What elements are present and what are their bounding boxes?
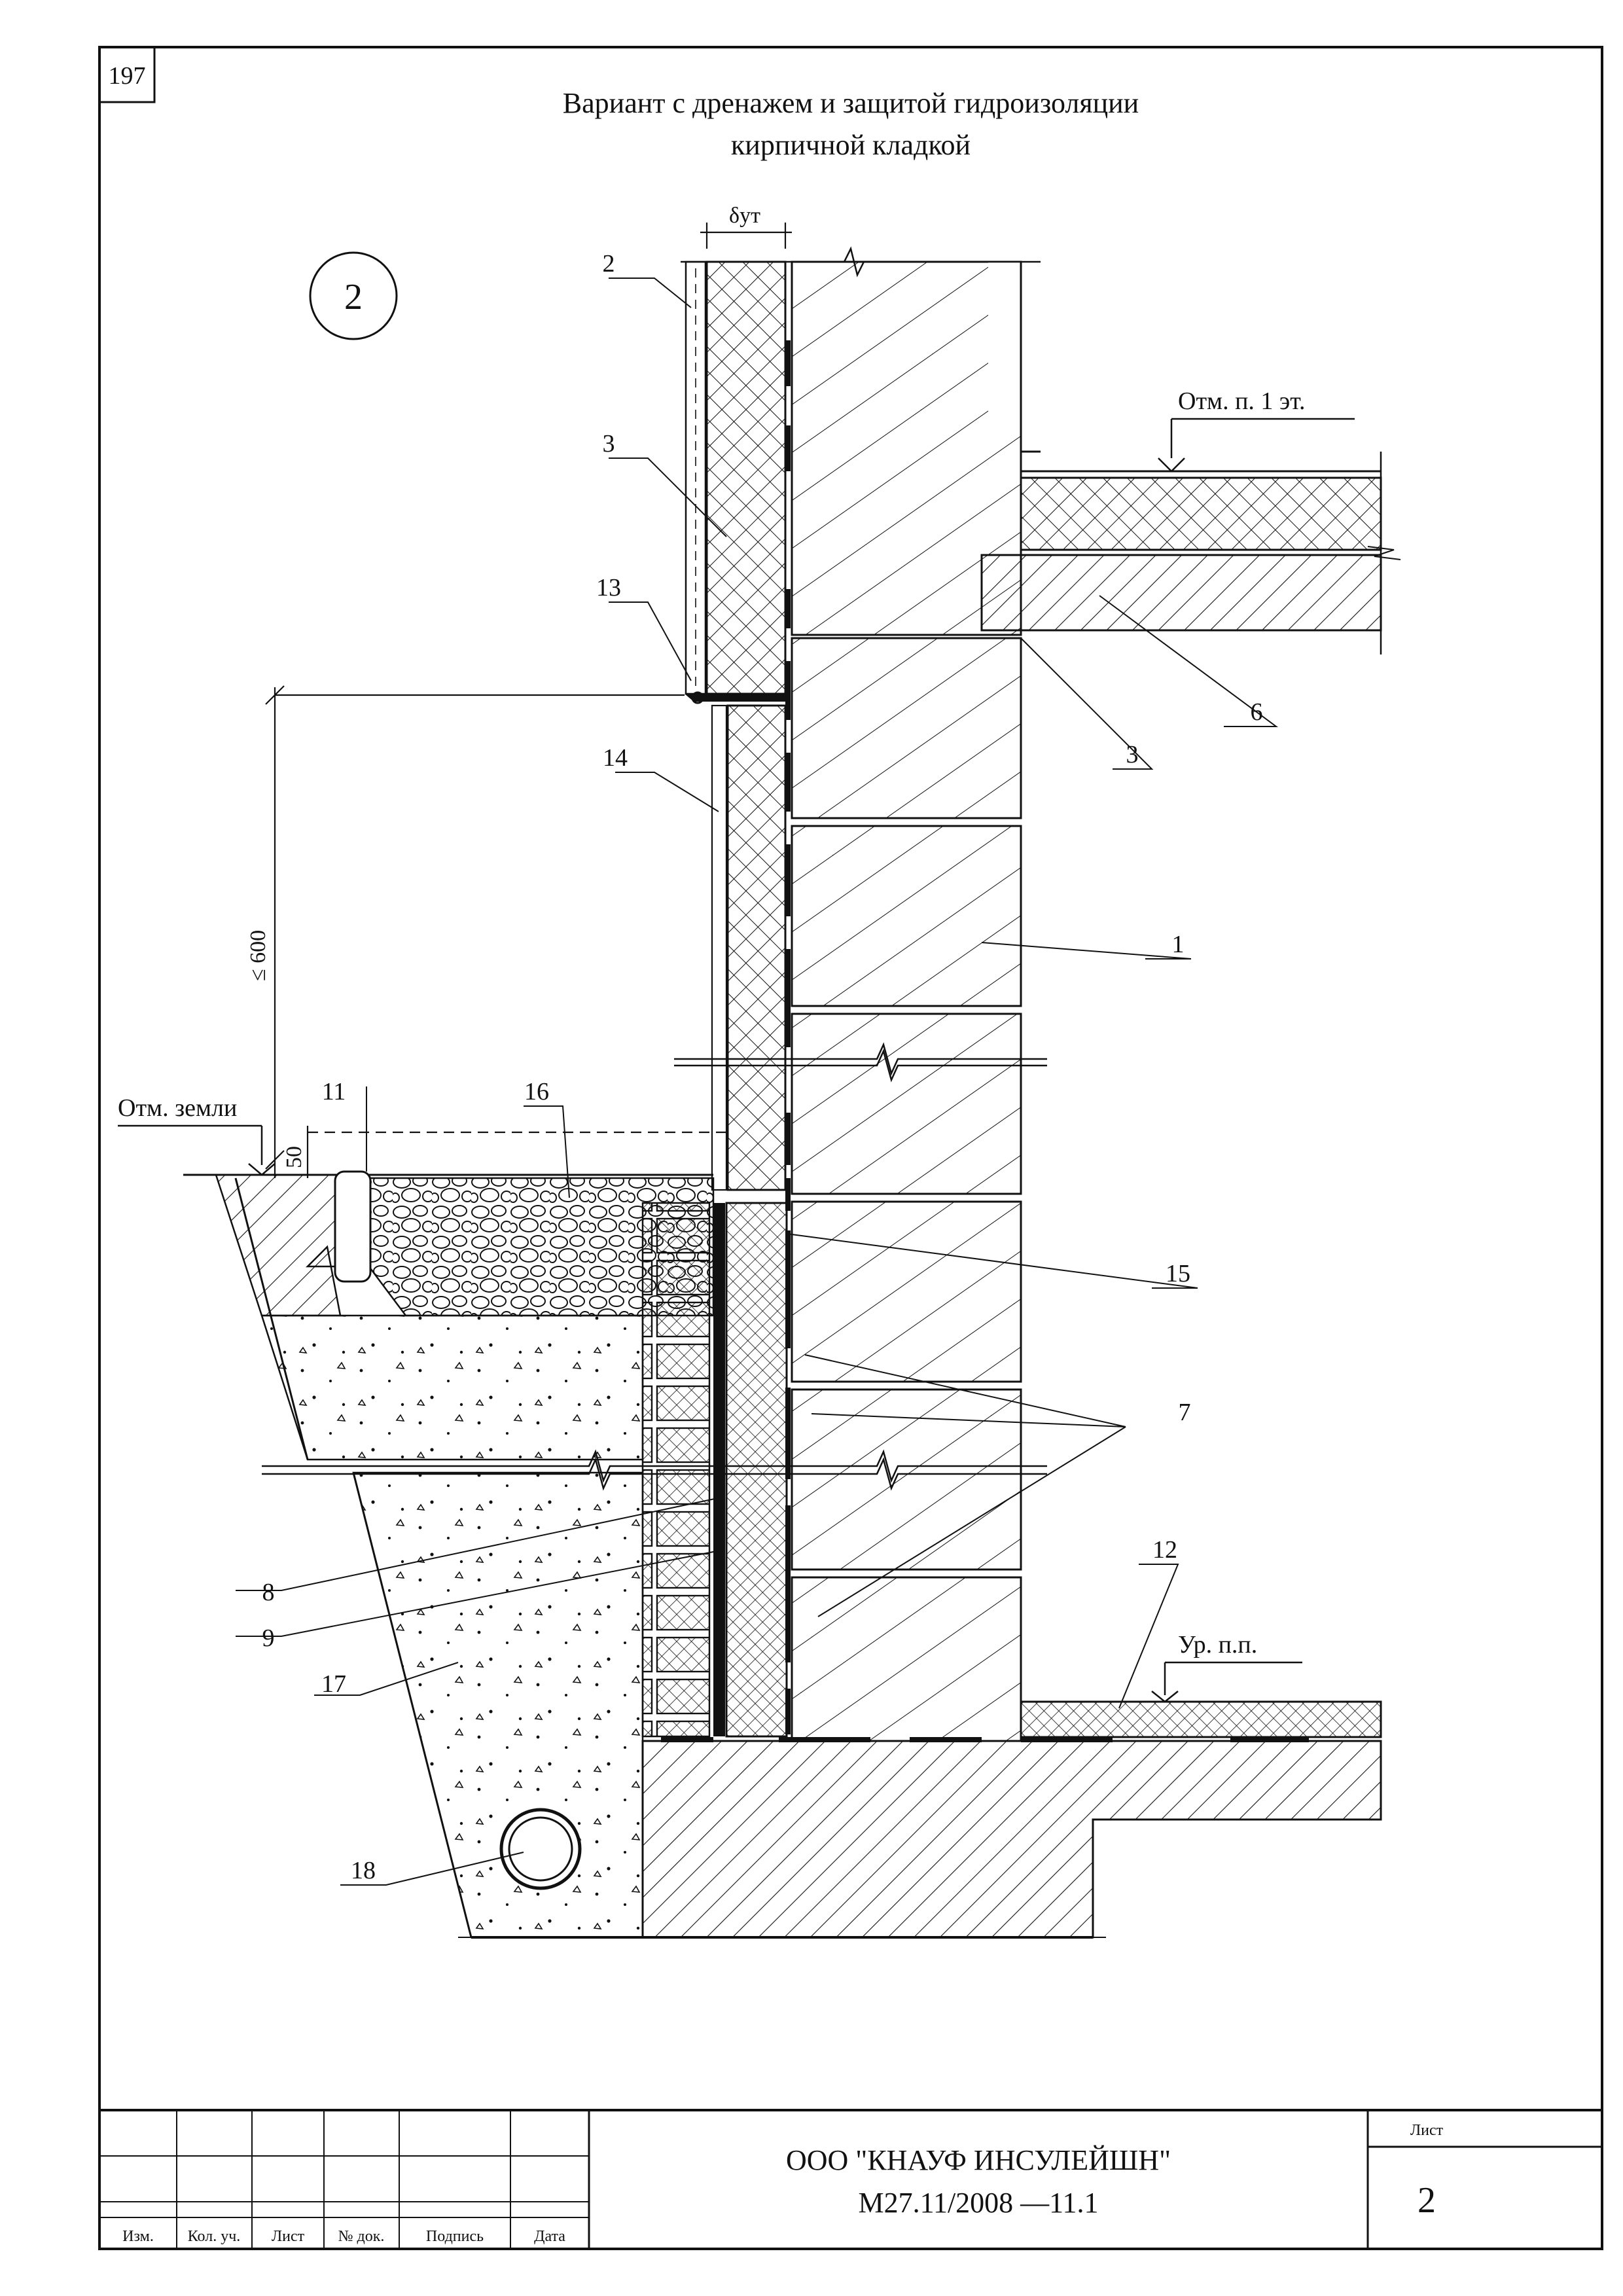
- callout-2: 2: [603, 250, 615, 278]
- level-ground-label: Отм. земли: [118, 1094, 237, 1122]
- sand-fill-lower: [352, 1471, 644, 1939]
- callout-14: 13: [596, 574, 621, 601]
- sheet-title-line-1: Вариант с дренажем и защитой гидроизоляц…: [563, 87, 1139, 119]
- floor-build-up: [1020, 1700, 1382, 1738]
- callout-17: 17: [321, 1670, 346, 1698]
- callout-18: 18: [351, 1857, 376, 1884]
- stamp-header-doc: № док.: [338, 2228, 385, 2245]
- callout-6: 6: [1251, 698, 1263, 726]
- level-floor-label: Ур. п.п.: [1178, 1631, 1257, 1659]
- insulation-thickness-label: δут: [729, 204, 760, 228]
- break-lines: [262, 246, 1047, 1491]
- callout-15: 14: [603, 744, 628, 772]
- height-dimension-value: ≤ 600: [246, 930, 270, 981]
- section-drawing: δут Отм. п. 1 эт. Отм. земли Ур. п.п.: [118, 204, 1401, 1939]
- stamp-header-change: Изм.: [122, 2228, 154, 2245]
- callout-16: 16: [524, 1078, 549, 1105]
- gap-dimension-value: 50: [282, 1146, 306, 1168]
- callout-13: 15: [1166, 1260, 1190, 1287]
- callout-11: 11: [322, 1078, 346, 1105]
- sheet-label: Лист: [1410, 2122, 1444, 2139]
- page-number: 197: [109, 62, 146, 90]
- callout-7: 7: [1179, 1399, 1191, 1426]
- callout-9: 9: [262, 1624, 275, 1652]
- leader-lines: [236, 278, 1279, 1886]
- height-dimension: [265, 685, 733, 1178]
- facade-insulation: [705, 260, 787, 695]
- callout-numbers: 2 3 13 14 1 3 6 15 7 8 9 17 18 11 16 12: [262, 250, 1263, 1884]
- sheet-title-line-2: кирпичной кладкой: [731, 129, 971, 161]
- title-block: Изм. Кол. уч. Лист № док. Подпись Дата О…: [98, 2109, 1603, 2250]
- sand-fill-upper: [260, 1314, 644, 1461]
- detail-marker: 2: [309, 251, 398, 340]
- callout-4: 3: [1126, 741, 1139, 768]
- floor-slab: [980, 554, 1382, 632]
- drain-pipe: [499, 1808, 582, 1890]
- foundation-slab: [641, 1740, 1382, 1939]
- document-code: М27.11/2008 —11.1: [858, 2187, 1098, 2219]
- callout-3: 3: [603, 430, 615, 457]
- wall-blocks: [791, 637, 1022, 1742]
- level-first-floor: [1158, 418, 1355, 473]
- callout-12: 12: [1152, 1536, 1177, 1564]
- detail-marker-number: 2: [344, 277, 363, 317]
- floor-insulation-upper: [1020, 476, 1382, 551]
- drain-tray: [334, 1170, 372, 1283]
- stamp-header-date: Дата: [534, 2228, 565, 2245]
- stamp-header-count: Кол. уч.: [188, 2228, 241, 2245]
- stamp-header-signature: Подпись: [426, 2228, 484, 2245]
- thickness-dimension: [700, 223, 792, 249]
- gravel-backfill: [365, 1177, 715, 1317]
- callout-8: 8: [262, 1579, 275, 1606]
- plinth-insulation: [726, 704, 787, 1191]
- level-ground: [118, 1124, 276, 1176]
- callout-1: 1: [1172, 931, 1185, 958]
- basement-insulation: [725, 1202, 788, 1738]
- level-floor: [1151, 1661, 1302, 1703]
- organization-name: ООО "КНАУФ ИНСУЛЕЙШН": [786, 2144, 1171, 2176]
- stamp-header-sheet: Лист: [272, 2228, 305, 2245]
- level-first-floor-label: Отм. п. 1 эт.: [1178, 387, 1306, 415]
- sheet-number: 2: [1418, 2180, 1436, 2221]
